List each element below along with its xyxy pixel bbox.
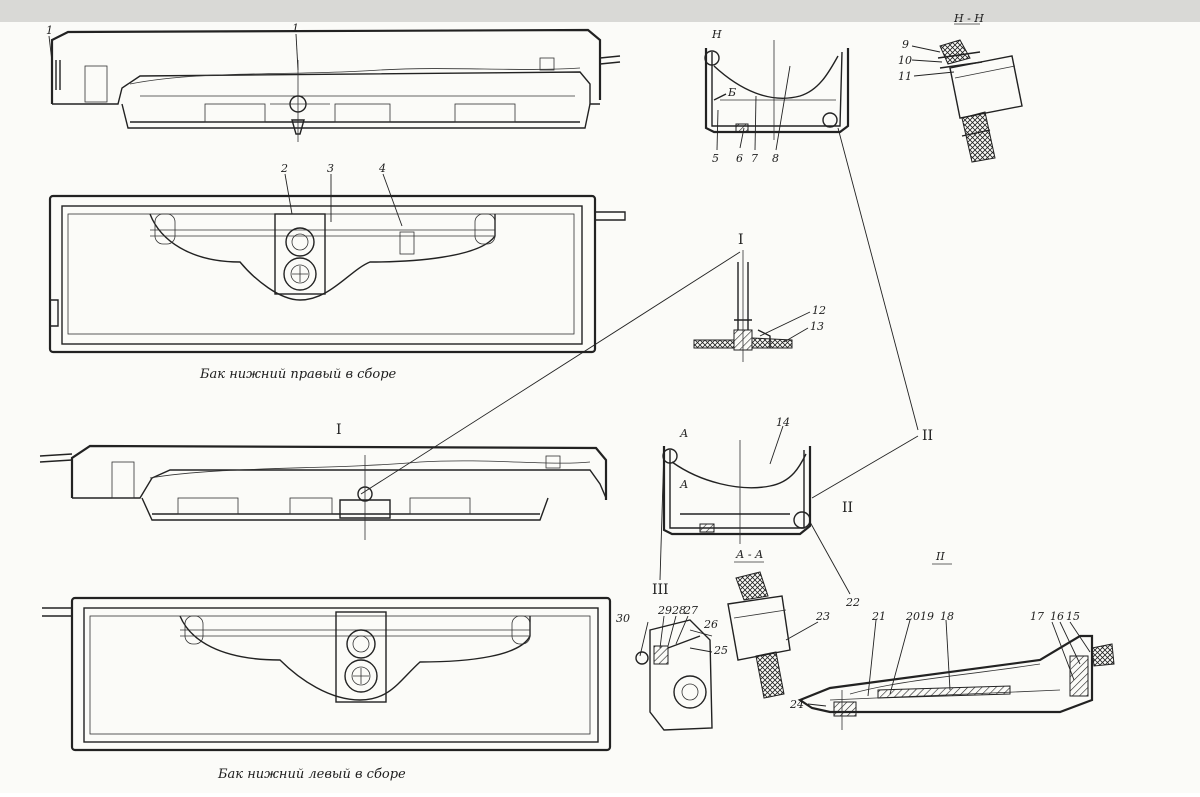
roman-label-iii: III [652, 582, 669, 598]
leader-lines [48, 33, 1091, 707]
part-label: 20 [905, 610, 920, 623]
section-iii-detail [635, 619, 713, 731]
part-label: 1 [292, 22, 299, 35]
roman-label-ii-right: II [922, 428, 933, 444]
cross-section-lower [662, 440, 812, 544]
section-aa-title: А - А [735, 548, 763, 561]
scan-edge [0, 0, 1200, 22]
part-label: 6 [736, 152, 743, 165]
part-label: 18 [940, 610, 954, 623]
part-label: 12 [812, 304, 826, 317]
section-mark-a-top: А [679, 427, 688, 440]
part-label: 28 [671, 604, 686, 617]
section-mark-n: Н [711, 28, 722, 41]
part-label: 26 [703, 618, 718, 631]
part-label: 11 [898, 70, 912, 83]
section-nn-detail [937, 39, 1023, 163]
right-tank-caption: Бак нижний правый в сборе [199, 367, 397, 382]
section-aa-detail [727, 571, 791, 699]
part-label: 7 [751, 152, 758, 165]
left-tank-plan-view [42, 596, 612, 752]
section-nn-title: Н - Н [953, 12, 984, 25]
part-label: 14 [776, 416, 790, 429]
section-ii-detail [797, 634, 1115, 730]
part-label: 22 [845, 596, 860, 609]
cross-section-upper [704, 40, 850, 140]
section-ii-title: II [935, 550, 945, 563]
part-label: 10 [898, 54, 912, 67]
part-label: 21 [871, 610, 886, 623]
part-label: 25 [713, 644, 728, 657]
right-tank-side-view [50, 28, 621, 142]
part-label: 9 [902, 38, 909, 51]
part-label: 13 [810, 320, 824, 333]
roman-label-i-upper: I [738, 232, 744, 248]
roman-label-ii-mid: II [842, 500, 853, 516]
part-label: 27 [683, 604, 698, 617]
part-label: 16 [1050, 610, 1064, 623]
left-tank-caption: Бак нижний левый в сборе [217, 767, 406, 782]
part-label: 2 [280, 162, 288, 175]
right-tank-plan-view [48, 194, 626, 354]
part-label: 3 [327, 162, 334, 175]
section-mark-b: Б [727, 86, 736, 99]
left-tank-side-view [39, 444, 608, 540]
part-label: 29 [657, 604, 672, 617]
part-label: 5 [712, 152, 719, 165]
section-mark-a-bottom: А [679, 478, 688, 491]
part-label: 4 [378, 162, 386, 175]
part-label: 23 [815, 610, 830, 623]
part-label: 1 [46, 24, 53, 37]
roman-label-i-lower: I [336, 422, 342, 438]
part-label: 15 [1066, 610, 1080, 623]
part-label: 30 [616, 612, 630, 625]
part-label: 19 [920, 610, 934, 623]
section-i-detail [693, 250, 793, 362]
part-number-labels: 1 1 2 3 4 5 6 7 8 9 10 11 12 13 14 15 16… [46, 22, 1080, 711]
part-label: 24 [789, 698, 804, 711]
part-label: 8 [772, 152, 779, 165]
part-label: 17 [1030, 610, 1044, 623]
